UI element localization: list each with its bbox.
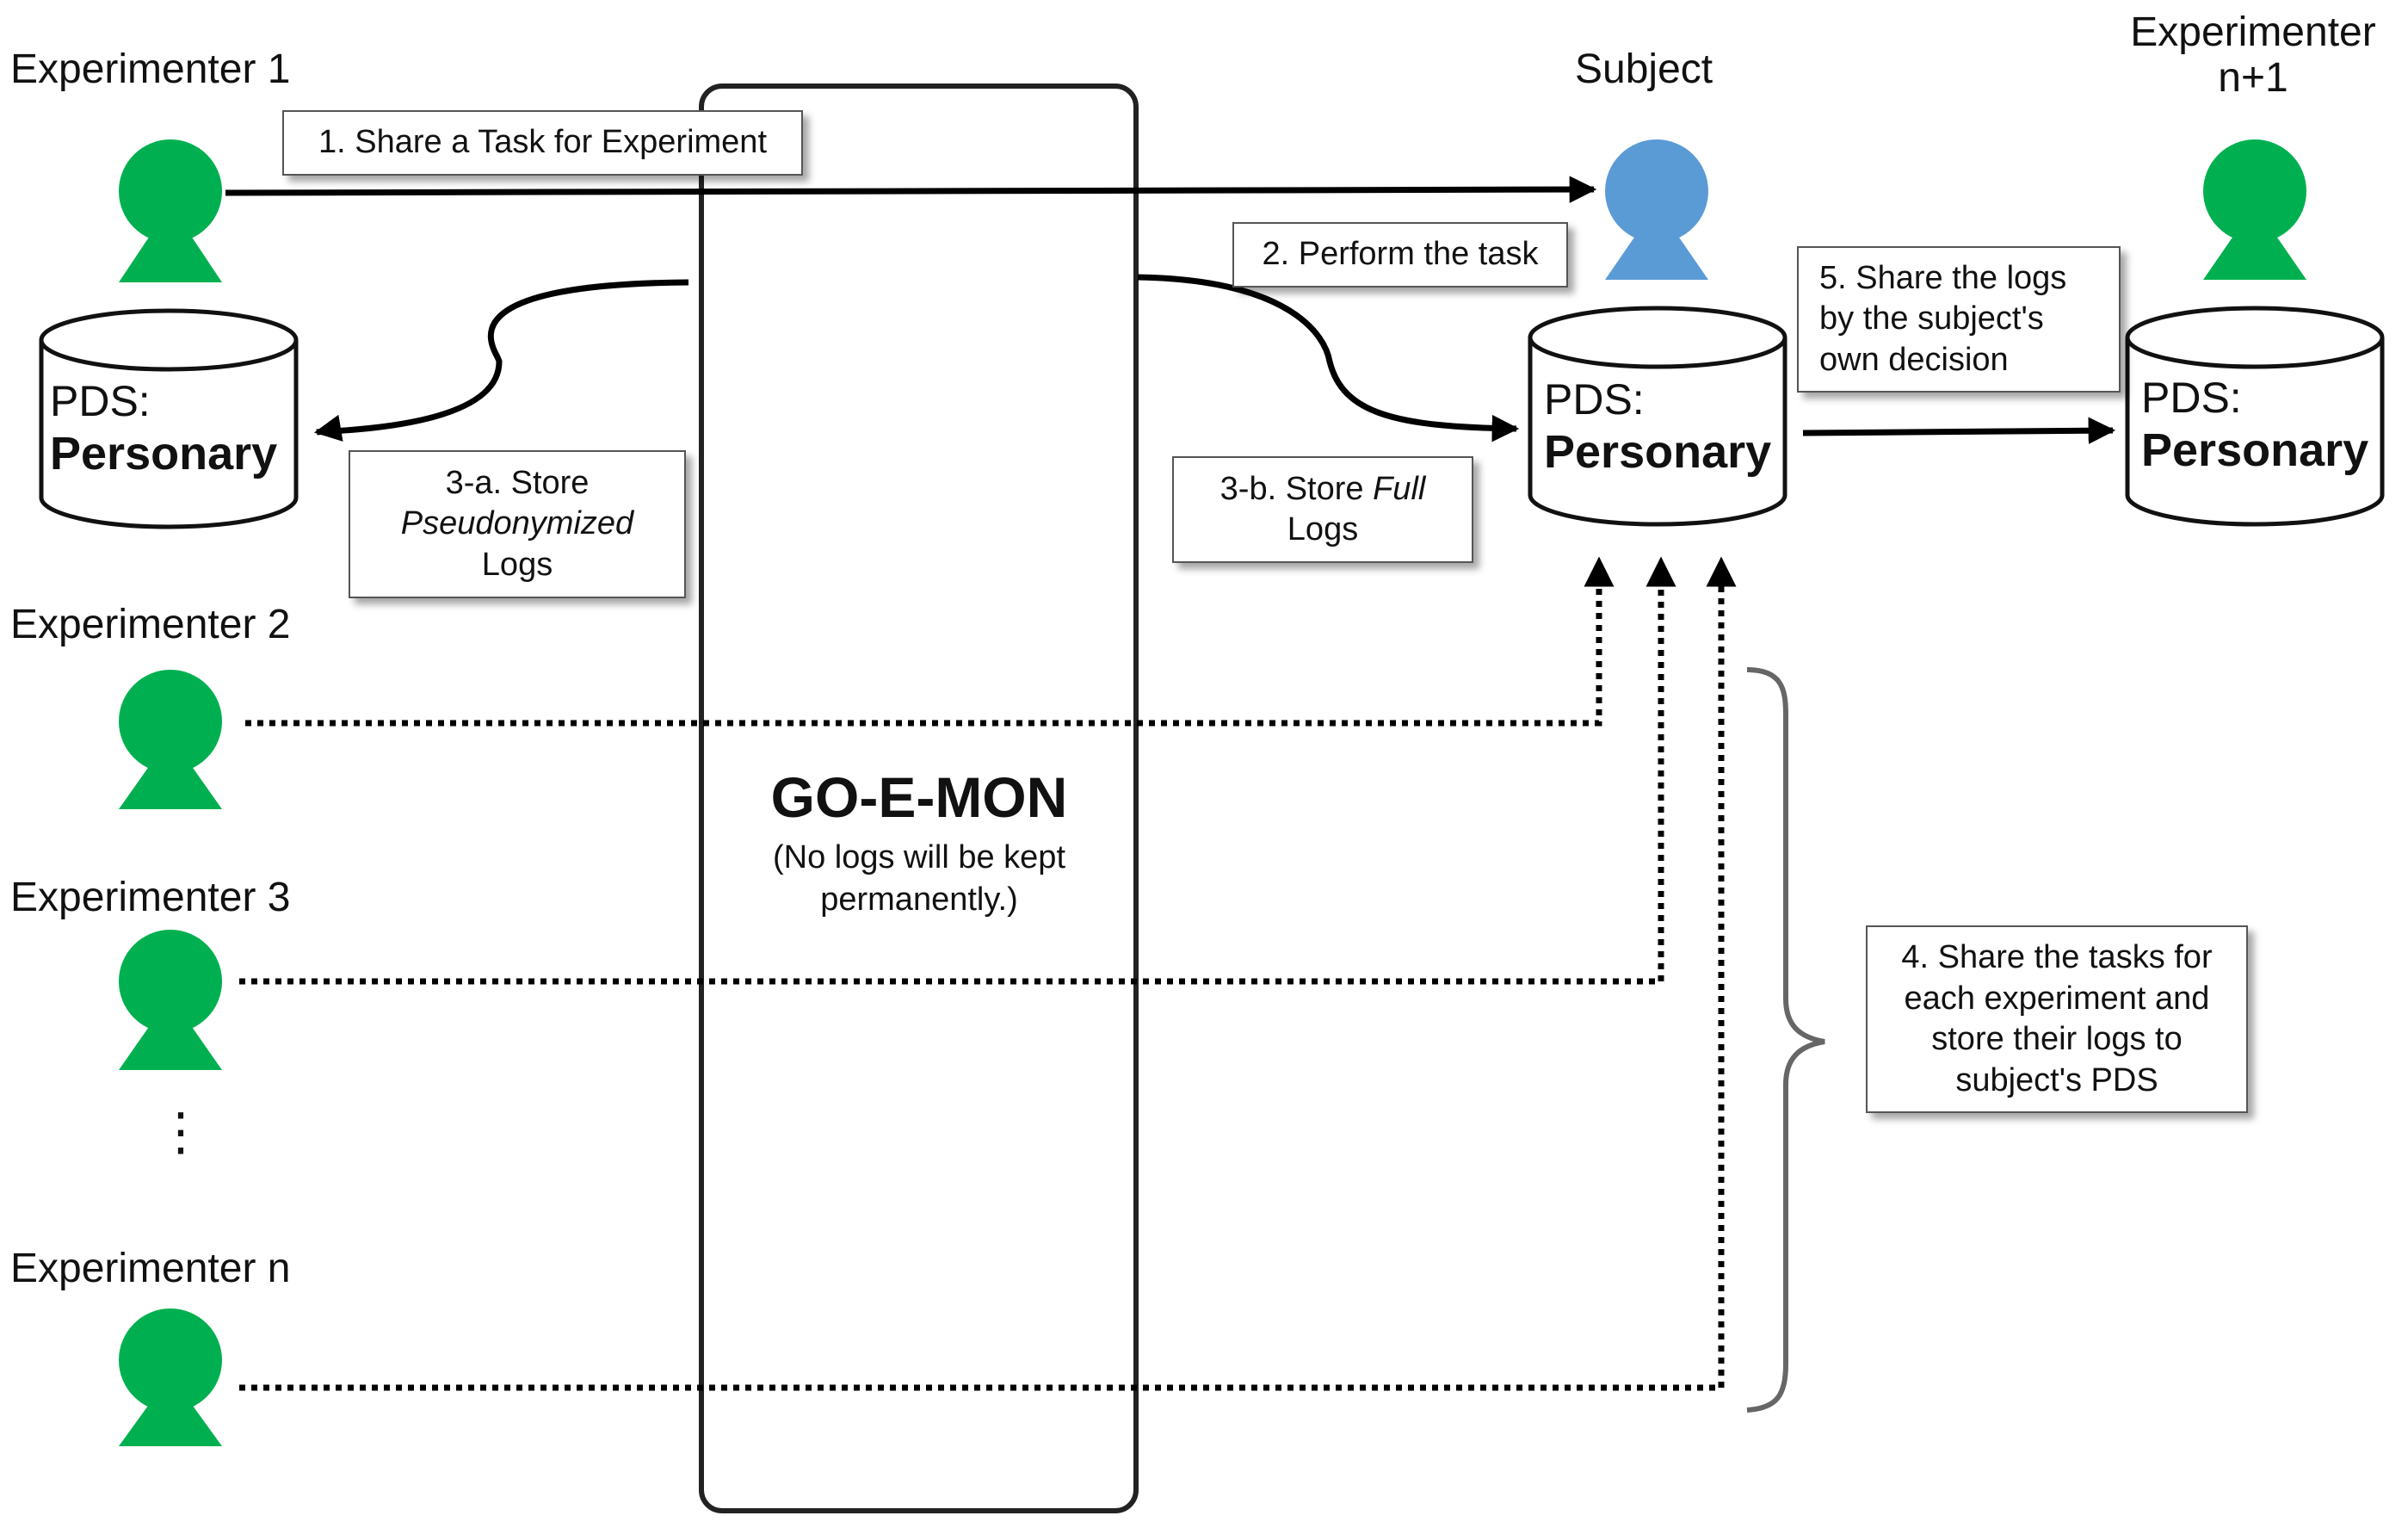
step-2-text: 2. Perform the task <box>1262 236 1539 273</box>
step-4-line2: each experiment and <box>1904 980 2210 1017</box>
experimenter-n-icon <box>119 1308 222 1446</box>
arrow-share-task <box>225 176 1597 203</box>
pds-cylinder-experimenter-n1 <box>2125 306 2385 527</box>
step-3b-emph: Full <box>1373 470 1426 507</box>
pds-label-experimenter-n1: PDS: Personary <box>2141 374 2368 477</box>
step-4-line1: 4. Share the tasks for <box>1901 939 2213 975</box>
pds-key: PDS: <box>2141 374 2242 422</box>
go-e-mon-note: (No logs will be kept permanently.) <box>695 837 1143 922</box>
step-3a-box: 3-a. Store Pseudonymized Logs <box>349 450 686 598</box>
pds-cylinder-subject <box>1528 306 1787 527</box>
experimenter-n1-label: Experimenter n+1 <box>2115 9 2391 102</box>
go-e-mon-title: GO-E-MON <box>770 765 1068 829</box>
step-3b-line1: 3-b. Store Full <box>1220 469 1426 510</box>
pds-label-subject: PDS: Personary <box>1544 375 1771 479</box>
step-2-box: 2. Perform the task <box>1232 222 1568 288</box>
experimenter-2-icon <box>119 670 222 809</box>
pds-label-experimenter-1: PDS: Personary <box>50 377 277 480</box>
step-3b-line2: Logs <box>1287 511 1359 547</box>
go-e-mon-note-line1: (No logs will be kept <box>772 839 1066 875</box>
step-5-line3: own decision <box>1819 341 2009 378</box>
experimenter-n1-label-line2: n+1 <box>2218 54 2288 101</box>
experimenter-n1-icon <box>2203 139 2306 280</box>
go-e-mon-note-line2: permanently.) <box>820 882 1018 919</box>
dotted-arrow-experimenter-3 <box>239 556 1676 985</box>
step-3a-line3: Logs <box>481 546 553 583</box>
step-5-line2: by the subject's <box>1819 300 2044 337</box>
go-e-mon-box <box>699 84 1139 1513</box>
step-1-box: 1. Share a Task for Experiment <box>282 110 803 176</box>
experimenter-n-label: Experimenter n <box>10 1246 291 1291</box>
experimenter-1-icon <box>119 139 222 282</box>
step-4-box: 4. Share the tasks for each experiment a… <box>1866 925 2248 1113</box>
pds-name: Personary <box>2141 424 2369 476</box>
step-3b-prefix: 3-b. Store <box>1219 470 1374 507</box>
step-4-line4: subject's PDS <box>1955 1061 2158 1098</box>
step-5-box: 5. Share the logs by the subject's own d… <box>1797 246 2121 393</box>
curly-brace <box>1746 667 1825 1413</box>
arrow-store-pseudonymized <box>313 279 689 442</box>
step-3b-box: 3-b. Store Full Logs <box>1172 456 1473 563</box>
arrow-share-logs <box>1802 417 2116 444</box>
subject-label: Subject <box>1575 46 1713 92</box>
experimenter-n1-label-line1: Experimenter <box>2130 9 2376 55</box>
dotted-arrow-experimenter-2 <box>245 556 1615 727</box>
step-4-line3: store their logs to <box>1931 1021 2183 1057</box>
arrow-store-full <box>1137 274 1520 442</box>
pds-cylinder-experimenter-1 <box>39 308 299 529</box>
subject-icon <box>1605 139 1708 280</box>
ellipsis: ⋮ <box>155 1103 207 1160</box>
experimenter-3-icon <box>119 930 222 1070</box>
step-1-text: 1. Share a Task for Experiment <box>318 124 767 161</box>
step-5-line1: 5. Share the logs <box>1819 259 2067 296</box>
pds-name: Personary <box>50 427 278 479</box>
experimenter-2-label: Experimenter 2 <box>10 602 291 647</box>
pds-key: PDS: <box>1544 375 1645 424</box>
experimenter-3-label: Experimenter 3 <box>10 875 291 920</box>
pds-name: Personary <box>1544 425 1772 478</box>
step-3a-line1: 3-a. Store <box>445 464 590 501</box>
experimenter-1-label: Experimenter 1 <box>10 46 291 92</box>
step-3a-line2: Pseudonymized <box>400 505 634 542</box>
dotted-arrow-experimenter-n <box>239 556 1737 1391</box>
pds-key: PDS: <box>50 377 151 425</box>
